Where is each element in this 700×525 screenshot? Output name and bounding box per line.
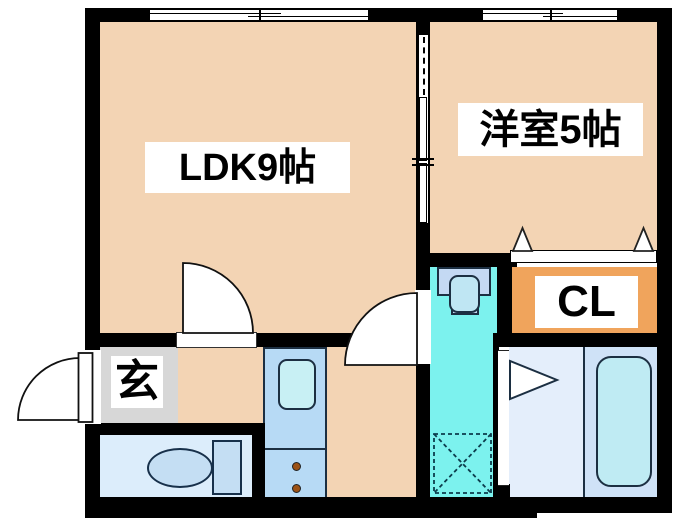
wall-ldk-bottom [100, 333, 416, 347]
washroom-door-opening [415, 290, 431, 364]
wall-washroom-bathroom [493, 347, 499, 500]
toilet-bowl [147, 448, 213, 488]
wall-toilet-right [252, 423, 265, 500]
front-door-opening [84, 350, 101, 424]
window-sash-line [483, 13, 564, 14]
kitchen-sink [278, 359, 316, 410]
window-center-tick [550, 9, 552, 21]
wash-basin-bowl [449, 275, 480, 313]
sliding-door-panel-lower [419, 163, 427, 223]
sliding-door-meet-line [412, 164, 434, 166]
front-door-swing [17, 357, 81, 421]
wall-bottom-left [85, 497, 537, 518]
bathroom-door-panel [498, 350, 509, 486]
wall-right [657, 8, 672, 513]
toilet-tank [212, 440, 242, 495]
wall-bathroom-door-bottom [493, 484, 510, 500]
wall-left [85, 8, 100, 514]
wall-bottom-right [537, 497, 672, 513]
closet-label: CL [535, 276, 638, 328]
wall-western-bottom [416, 253, 517, 267]
window-center-tick [259, 9, 261, 21]
ldk-window [150, 8, 368, 22]
closet-door-band [510, 250, 657, 263]
window-sash-line [543, 16, 617, 17]
wall-hall-toilet [98, 423, 265, 435]
sliding-door-dashed-track [423, 37, 425, 95]
entrance-label: 玄 [111, 356, 163, 408]
wall-closet-left [497, 253, 512, 333]
bathtub [596, 356, 652, 487]
stove-burner [292, 462, 301, 471]
western-room-label: 洋室5帖 [458, 103, 643, 156]
sliding-door-meet-line [412, 158, 434, 160]
ldk-room-label: LDK9帖 [145, 142, 350, 193]
western-room-window [483, 8, 617, 22]
stove-burner [292, 484, 301, 493]
wall-bathroom-top [493, 333, 658, 347]
window-sash-line [248, 16, 368, 17]
ldk-hall-door-opening [176, 332, 257, 348]
window-sash-line [150, 13, 281, 14]
sliding-door-panel-upper [419, 97, 427, 161]
